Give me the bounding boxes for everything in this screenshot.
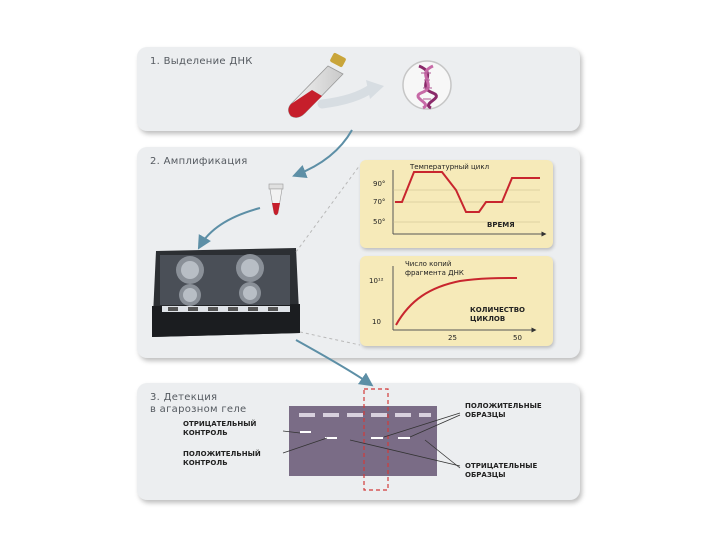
copies-xlabel: КОЛИЧЕСТВО ЦИКЛОВ <box>470 306 525 324</box>
temp-tick-90: 90° <box>373 180 385 189</box>
gel-bands <box>299 413 431 439</box>
flow-arrow-3 <box>296 340 370 384</box>
dna-helix-icon <box>403 61 451 109</box>
thermocycler-icon <box>152 248 300 337</box>
negative-samples-label: ОТРИЦАТЕЛЬНЫЕ ОБРАЗЦЫ <box>465 462 537 480</box>
pcr-tube-icon <box>269 184 283 215</box>
flow-arrow-1 <box>296 130 352 175</box>
temp-xlabel: ВРЕМЯ <box>487 221 515 230</box>
negative-control-label: ОТРИЦАТЕЛЬНЫЙ КОНТРОЛЬ <box>183 420 256 438</box>
flow-arrow-2 <box>200 208 260 246</box>
blood-tube-icon <box>289 52 347 117</box>
copies-tick-50: 50 <box>513 334 522 343</box>
positive-control-label: ПОЛОЖИТЕЛЬНЫЙ КОНТРОЛЬ <box>183 450 261 468</box>
temperature-chart-plot <box>393 170 545 234</box>
extraction-arrow <box>322 88 372 104</box>
copies-chart-title: Число копий фрагмента ДНК <box>405 260 464 278</box>
copies-tick-high: 10¹² <box>369 277 384 286</box>
copies-tick-25: 25 <box>448 334 457 343</box>
positive-samples-label: ПОЛОЖИТЕЛЬНЫЕ ОБРАЗЦЫ <box>465 402 542 420</box>
temp-tick-50: 50° <box>373 218 385 227</box>
highlight-lane <box>364 389 388 490</box>
copies-tick-low: 10 <box>372 318 381 327</box>
temperature-chart-title: Температурный цикл <box>410 163 489 172</box>
temp-tick-70: 70° <box>373 198 385 207</box>
